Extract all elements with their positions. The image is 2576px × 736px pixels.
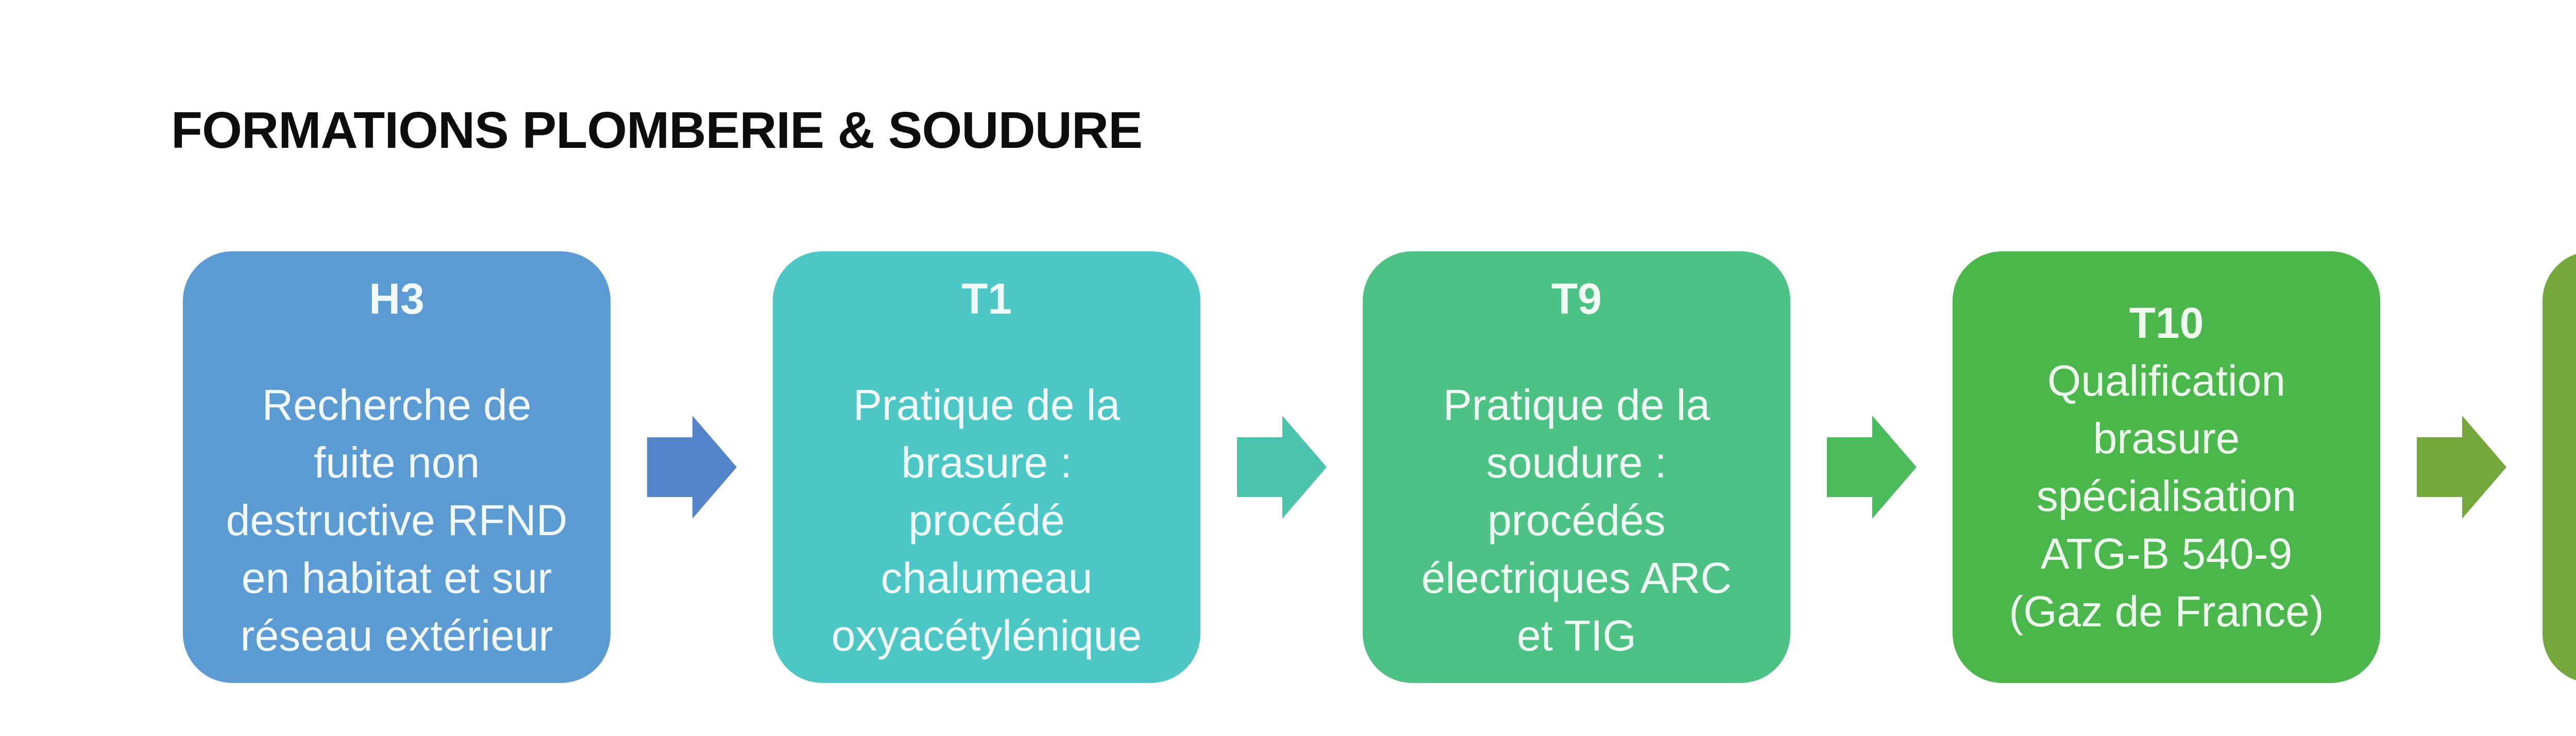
box-description: Pratique de la soudure : procédés électr… [1421,381,1732,660]
right-arrow-icon [647,416,737,519]
box-description: Recherche de fuite non destructive RFND … [226,381,568,660]
box-code-label: H3 [369,275,425,323]
flow-arrow-3 [1790,251,1953,683]
flow-box-t9: T9 Pratique de la soudure : procédés éle… [1363,251,1790,683]
box-description: Pratique de la brasure : procédé chalume… [831,381,1142,660]
right-arrow-icon [2416,416,2506,519]
right-arrow-icon [1826,416,1917,519]
flow-box-open-xh: OPEN XH Journée de pratique en plomberie… [2543,251,2576,683]
flow-box-t10: T10 Qualification brasure spécialisation… [1953,251,2380,683]
flow-arrow-4 [2380,251,2543,683]
right-arrow-icon [1236,416,1327,519]
flow-arrow-1 [611,251,773,683]
box-code-label: T1 [961,275,1012,323]
page-title: FORMATIONS PLOMBERIE & SOUDURE [171,101,1143,159]
flow-arrow-2 [1200,251,1363,683]
box-code-label: T10 [2129,299,2204,347]
flow-box-t1: T1 Pratique de la brasure : procédé chal… [773,251,1200,683]
process-flow-diagram: H3 Recherche de fuite non destructive RF… [183,251,2576,683]
box-code-label: T9 [1551,275,1602,323]
box-description: Qualification brasure spécialisation ATG… [2009,356,2324,636]
flow-box-h3: H3 Recherche de fuite non destructive RF… [183,251,611,683]
